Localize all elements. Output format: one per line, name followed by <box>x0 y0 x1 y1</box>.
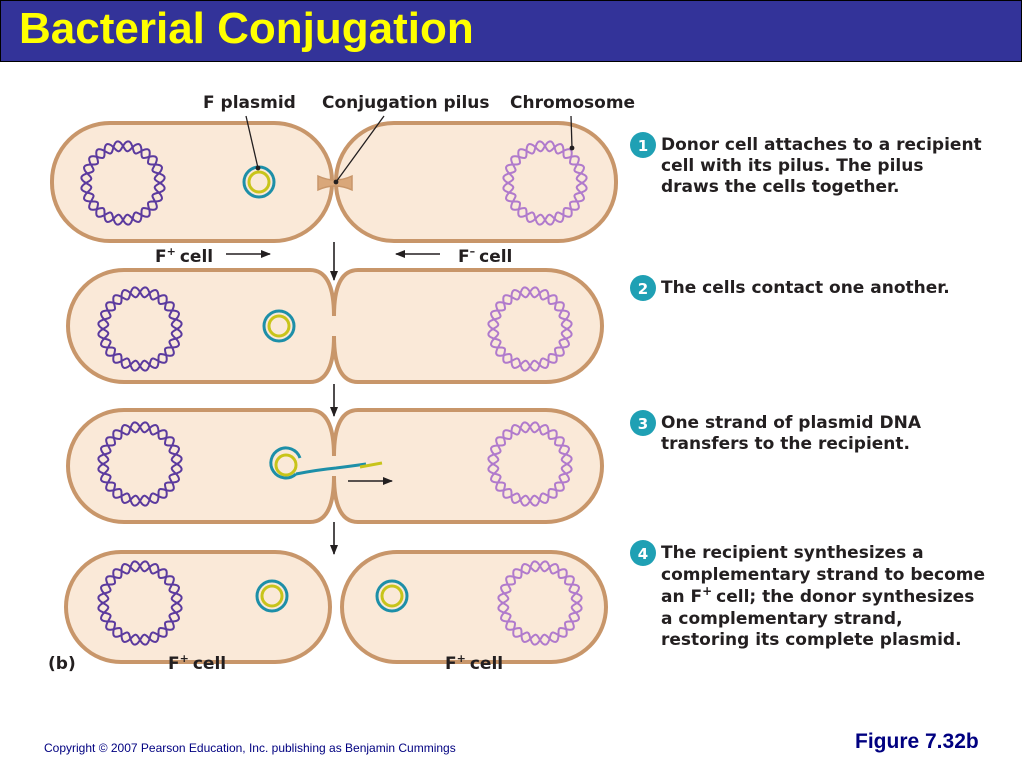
step-2: 2 The cells contact one another. <box>630 275 950 301</box>
step-4: 4 The recipient synthesizes a complement… <box>630 540 985 650</box>
copyright-notice: Copyright © 2007 Pearson Education, Inc.… <box>44 741 456 755</box>
donor-chromosome-strand <box>97 286 183 372</box>
f-plasmid-leader <box>245 115 259 169</box>
chromosome-leader <box>570 115 573 149</box>
step-text-line: draws the cells together. <box>661 177 899 197</box>
f-plasmid-donor <box>255 579 289 613</box>
fused-cells-contact <box>66 268 604 384</box>
conjugation-pilus-label: Conjugation pilus <box>322 93 490 113</box>
donor-chromosome-strand <box>80 140 166 226</box>
row-4 <box>64 550 608 664</box>
f-plasmid-transferring <box>269 446 383 480</box>
step-number-circle <box>630 410 656 436</box>
step-number: 4 <box>638 545 648 563</box>
row-2 <box>66 268 604 384</box>
step-text-line: Donor cell attaches to a recipient <box>661 135 982 155</box>
f-plasmid <box>262 309 296 343</box>
donor-chromosome-strand <box>97 421 183 507</box>
f-minus-cell-label: F–cell <box>458 245 512 267</box>
step-number-circle <box>630 132 656 158</box>
step-text-line: restoring its complete plasmid. <box>661 630 962 650</box>
donor-cell <box>64 550 332 664</box>
donor-chromosome-strand <box>97 560 183 646</box>
slide-title: Bacterial Conjugation <box>19 4 474 53</box>
f-plasmid-recipient <box>375 579 409 613</box>
transferring-strand <box>295 462 367 476</box>
f-plasmid-leader-dot <box>255 165 261 171</box>
step-number-circle <box>630 540 656 566</box>
f-plus-cell-label: F+cell <box>155 245 213 267</box>
f-plasmid-label: F plasmid <box>203 93 296 113</box>
recipient-chromosome-strand <box>487 286 573 372</box>
pilus-leader-dot <box>333 179 339 185</box>
recipient-chromosome-strand <box>487 421 573 507</box>
step-3: 3 One strand of plasmid DNA transfers to… <box>630 410 922 454</box>
step-text-line: complementary strand to become <box>661 565 985 585</box>
pilus-leader <box>335 115 385 183</box>
recipient-chromosome-strand <box>502 140 588 226</box>
fused-cells-transfer <box>66 408 604 524</box>
step-number: 2 <box>638 280 648 298</box>
step-1: 1 Donor cell attaches to a recipient cel… <box>630 132 982 197</box>
figure-reference: Figure 7.32b <box>855 730 979 753</box>
step-number: 3 <box>638 415 648 433</box>
recipient-chromosome-strand <box>497 560 583 646</box>
step-text-line: transfers to the recipient. <box>661 434 910 454</box>
row-3 <box>66 408 604 524</box>
step-text-line: One strand of plasmid DNA <box>661 413 922 433</box>
step-text-line: The cells contact one another. <box>661 278 950 298</box>
chromosome-label: Chromosome <box>510 93 635 113</box>
title-bar: Bacterial Conjugation <box>0 0 1022 62</box>
recipient-cell <box>334 121 618 243</box>
step-text-line: The recipient synthesizes a <box>661 543 924 563</box>
step-text-line: a complementary strand, <box>661 609 903 629</box>
chromosome-leader-dot <box>569 145 575 151</box>
f-plus-cell-label-left: F+cell <box>168 652 226 674</box>
step-text-line: cell with its pilus. The pilus <box>661 156 923 176</box>
step-number-circle <box>630 275 656 301</box>
f-plus-cell-label-right: F+cell <box>445 652 503 674</box>
donor-cell <box>50 121 334 243</box>
step-number: 1 <box>638 137 648 155</box>
recipient-cell <box>340 550 608 664</box>
row-1 <box>50 121 618 243</box>
step-text-line: an F+cell; the donor synthesizes <box>661 584 974 607</box>
panel-label: (b) <box>48 654 76 674</box>
